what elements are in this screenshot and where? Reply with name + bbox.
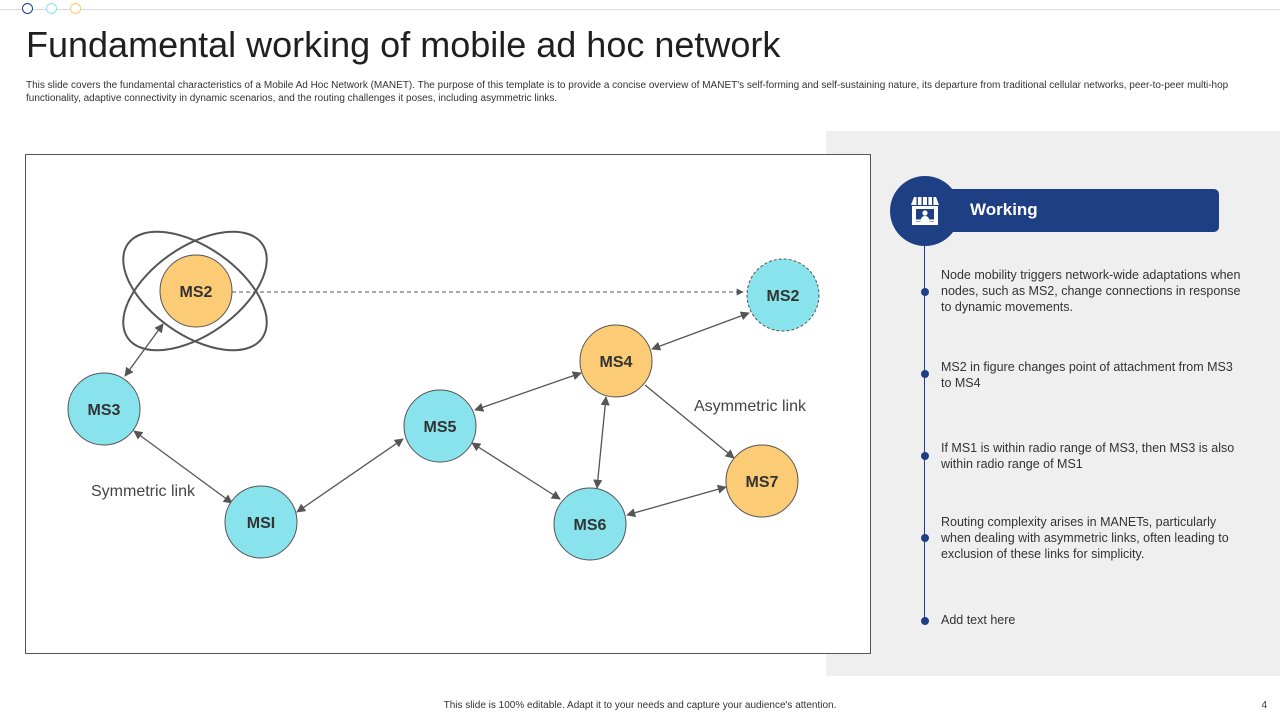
working-header-bar [940,189,1219,232]
orbit-ellipse-1 [122,230,268,352]
node-ms6: MS6 [553,487,627,561]
timeline-line [924,246,925,621]
node-ms2-original-label: MS2 [180,284,213,301]
node-ms7: MS7 [725,444,799,518]
working-point-4: Routing complexity arises in MANETs, par… [941,515,1229,561]
working-point-1: Node mobility triggers network-wide adap… [941,268,1241,314]
page-subtitle: This slide covers the fundamental charac… [26,80,1229,104]
node-ms2-original: MS2 [159,254,233,328]
store-icon [911,197,939,225]
link-ms3-ms2 [124,323,164,377]
node-ms1: MSI [224,485,298,559]
timeline-dot-3 [921,452,929,460]
symmetric-link-label: Symmetric link [91,483,196,500]
decor-circle-orange [70,3,81,14]
working-point-5: Add text here [941,613,1016,627]
link-ms4-ms6 [593,396,610,489]
node-ms7-label: MS7 [746,474,779,491]
link-ms5-ms4 [474,371,582,412]
link-ms6-ms7 [626,484,727,518]
timeline-dot-5 [921,617,929,625]
node-ms5: MS5 [403,389,477,463]
timeline-dot-4 [921,534,929,542]
node-ms5-label: MS5 [424,419,457,436]
node-ms4: MS4 [579,324,653,398]
link-ms4-ms7-asymmetric [644,384,735,459]
footer-note: This slide is 100% editable. Adapt it to… [443,700,837,711]
top-rule [0,9,1280,10]
link-ms3-ms1 [133,430,233,504]
node-ms3: MS3 [67,372,141,446]
page-number: 4 [1261,700,1267,711]
node-ms2-moved: MS2 [746,258,820,332]
node-ms3-label: MS3 [88,402,121,419]
working-header-label: Working [970,200,1038,219]
asymmetric-link-label: Asymmetric link [694,398,807,415]
node-ms4-label: MS4 [600,354,633,371]
working-point-3: If MS1 is within radio range of MS3, the… [941,441,1235,471]
node-ms1-label: MSI [247,515,275,532]
decor-circle-navy [22,3,33,14]
decor-circle-cyan [46,3,57,14]
working-point-2: MS2 in figure changes point of attachmen… [941,360,1233,390]
page-title: Fundamental working of mobile ad hoc net… [26,24,781,65]
node-ms2-moved-label: MS2 [767,288,800,305]
link-ms5-ms6 [471,442,561,500]
link-ms1-ms5 [296,438,404,513]
link-ms4-ms2 [651,311,750,351]
timeline-dot-2 [921,370,929,378]
node-ms6-label: MS6 [574,517,607,534]
timeline-dot-1 [921,288,929,296]
